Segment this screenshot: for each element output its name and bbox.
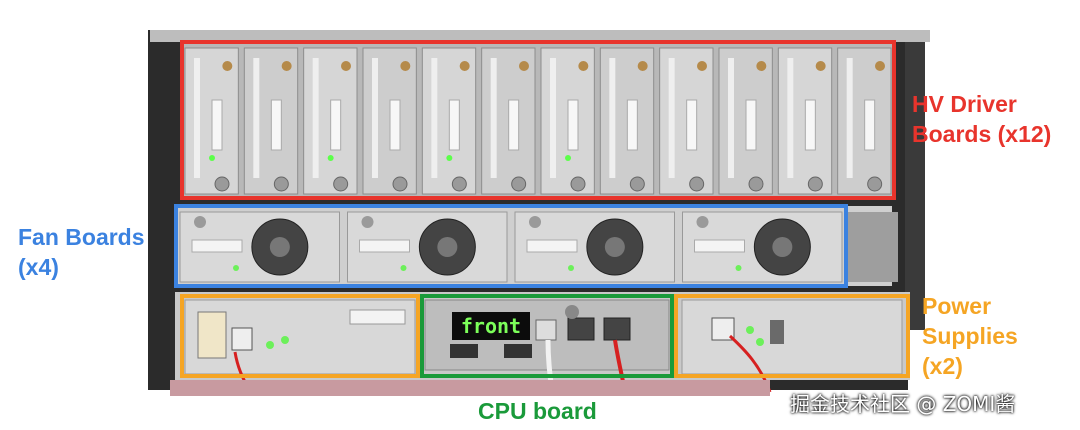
hv-driver-board: [837, 47, 892, 195]
fan-bay-side-panel: [848, 212, 898, 282]
hv-driver-board: [243, 47, 299, 195]
power-label-line2: Supplies: [922, 323, 1018, 349]
fan-boards-label: Fan Boards (x4): [18, 222, 145, 282]
hv-driver-board: [303, 47, 358, 195]
hv-driver-board: [362, 47, 417, 195]
fan-highlight: [174, 204, 848, 288]
fan-board: [179, 211, 340, 283]
hv-driver-board: [421, 47, 477, 195]
cpu-board-label: CPU board: [478, 396, 597, 426]
cpu-board: front: [424, 299, 670, 393]
power-label-line3: (x2): [922, 353, 963, 379]
power-supply-left: [184, 299, 416, 393]
fan-label-line2: (x4): [18, 254, 59, 280]
fan-board: [682, 211, 843, 283]
hv-driver-board: [184, 47, 239, 195]
hv-driver-board: [481, 47, 536, 195]
hv-driver-bay: [182, 44, 894, 198]
hv-driver-board: [659, 47, 714, 195]
cpu-display-text: front: [461, 314, 521, 338]
hv-driver-board: [540, 47, 595, 195]
chassis-top: [150, 30, 930, 42]
power-supplies-label: Power Supplies (x2): [922, 291, 1018, 381]
fan-label-line1: Fan Boards: [18, 224, 145, 250]
cpu-display: [452, 312, 530, 340]
hv-driver-label-line2: Boards (x12): [912, 121, 1052, 147]
hv-driver-label: HV Driver Boards (x12): [912, 89, 1051, 149]
hv-driver-boards: [184, 47, 892, 195]
fan-board: [514, 211, 675, 283]
hv-driver-board: [599, 47, 655, 195]
fan-board: [347, 211, 508, 283]
fan-boards: [179, 211, 843, 283]
cpu-label-text: CPU board: [478, 398, 597, 424]
power-label-line1: Power: [922, 293, 992, 319]
hv-driver-label-line1: HV Driver: [912, 91, 1017, 117]
hv-driver-board: [718, 47, 773, 195]
rack-base: [170, 380, 770, 396]
power-left-highlight: [180, 294, 420, 378]
watermark: 掘金技术社区 @ ZOMI酱: [790, 392, 1016, 416]
hv-driver-highlight: [180, 40, 896, 200]
power-right-highlight: [674, 294, 910, 378]
rack-right-edge: [905, 30, 925, 330]
hv-driver-board: [777, 47, 833, 195]
cpu-highlight: [420, 294, 674, 378]
power-supply-right: [681, 299, 903, 393]
